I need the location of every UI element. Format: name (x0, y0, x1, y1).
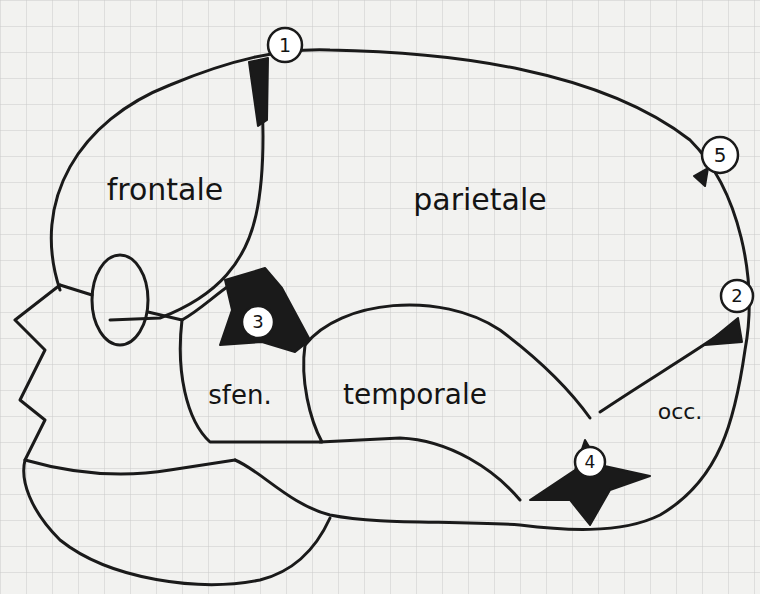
bone-label: sfen. (208, 382, 271, 408)
sphenoid-temporal-suture (304, 345, 322, 442)
sphenoid-upper (182, 285, 230, 320)
bone-label: frontale (107, 175, 224, 205)
callout-circle (268, 28, 302, 62)
bone-label: temporale (343, 381, 487, 409)
posterior-fontanelle (705, 318, 742, 345)
callout-number: 4 (585, 454, 596, 471)
callout-number: 5 (714, 145, 727, 165)
callout-number: 3 (252, 313, 263, 331)
orbit (92, 255, 148, 345)
squamous-suture (305, 305, 590, 418)
callout-circle (575, 447, 605, 477)
mastoid-fontanelle (530, 440, 650, 525)
sphenoidal-fontanelle (220, 268, 310, 352)
cranium-outline (51, 50, 749, 530)
callout-circle (702, 137, 738, 173)
callout-circle (242, 306, 274, 338)
anterior-fontanelle (249, 58, 268, 126)
callout-circle (721, 280, 753, 312)
callout-number: 1 (279, 36, 291, 55)
callout-number: 2 (731, 287, 742, 305)
temporal-lower (320, 438, 520, 500)
zygomatic-line (148, 312, 182, 320)
sagittal-gap (694, 168, 708, 186)
bone-label: parietale (413, 185, 547, 215)
frontal-edge (60, 285, 92, 295)
bone-label: occ. (658, 401, 703, 423)
mandible-line (25, 460, 235, 474)
